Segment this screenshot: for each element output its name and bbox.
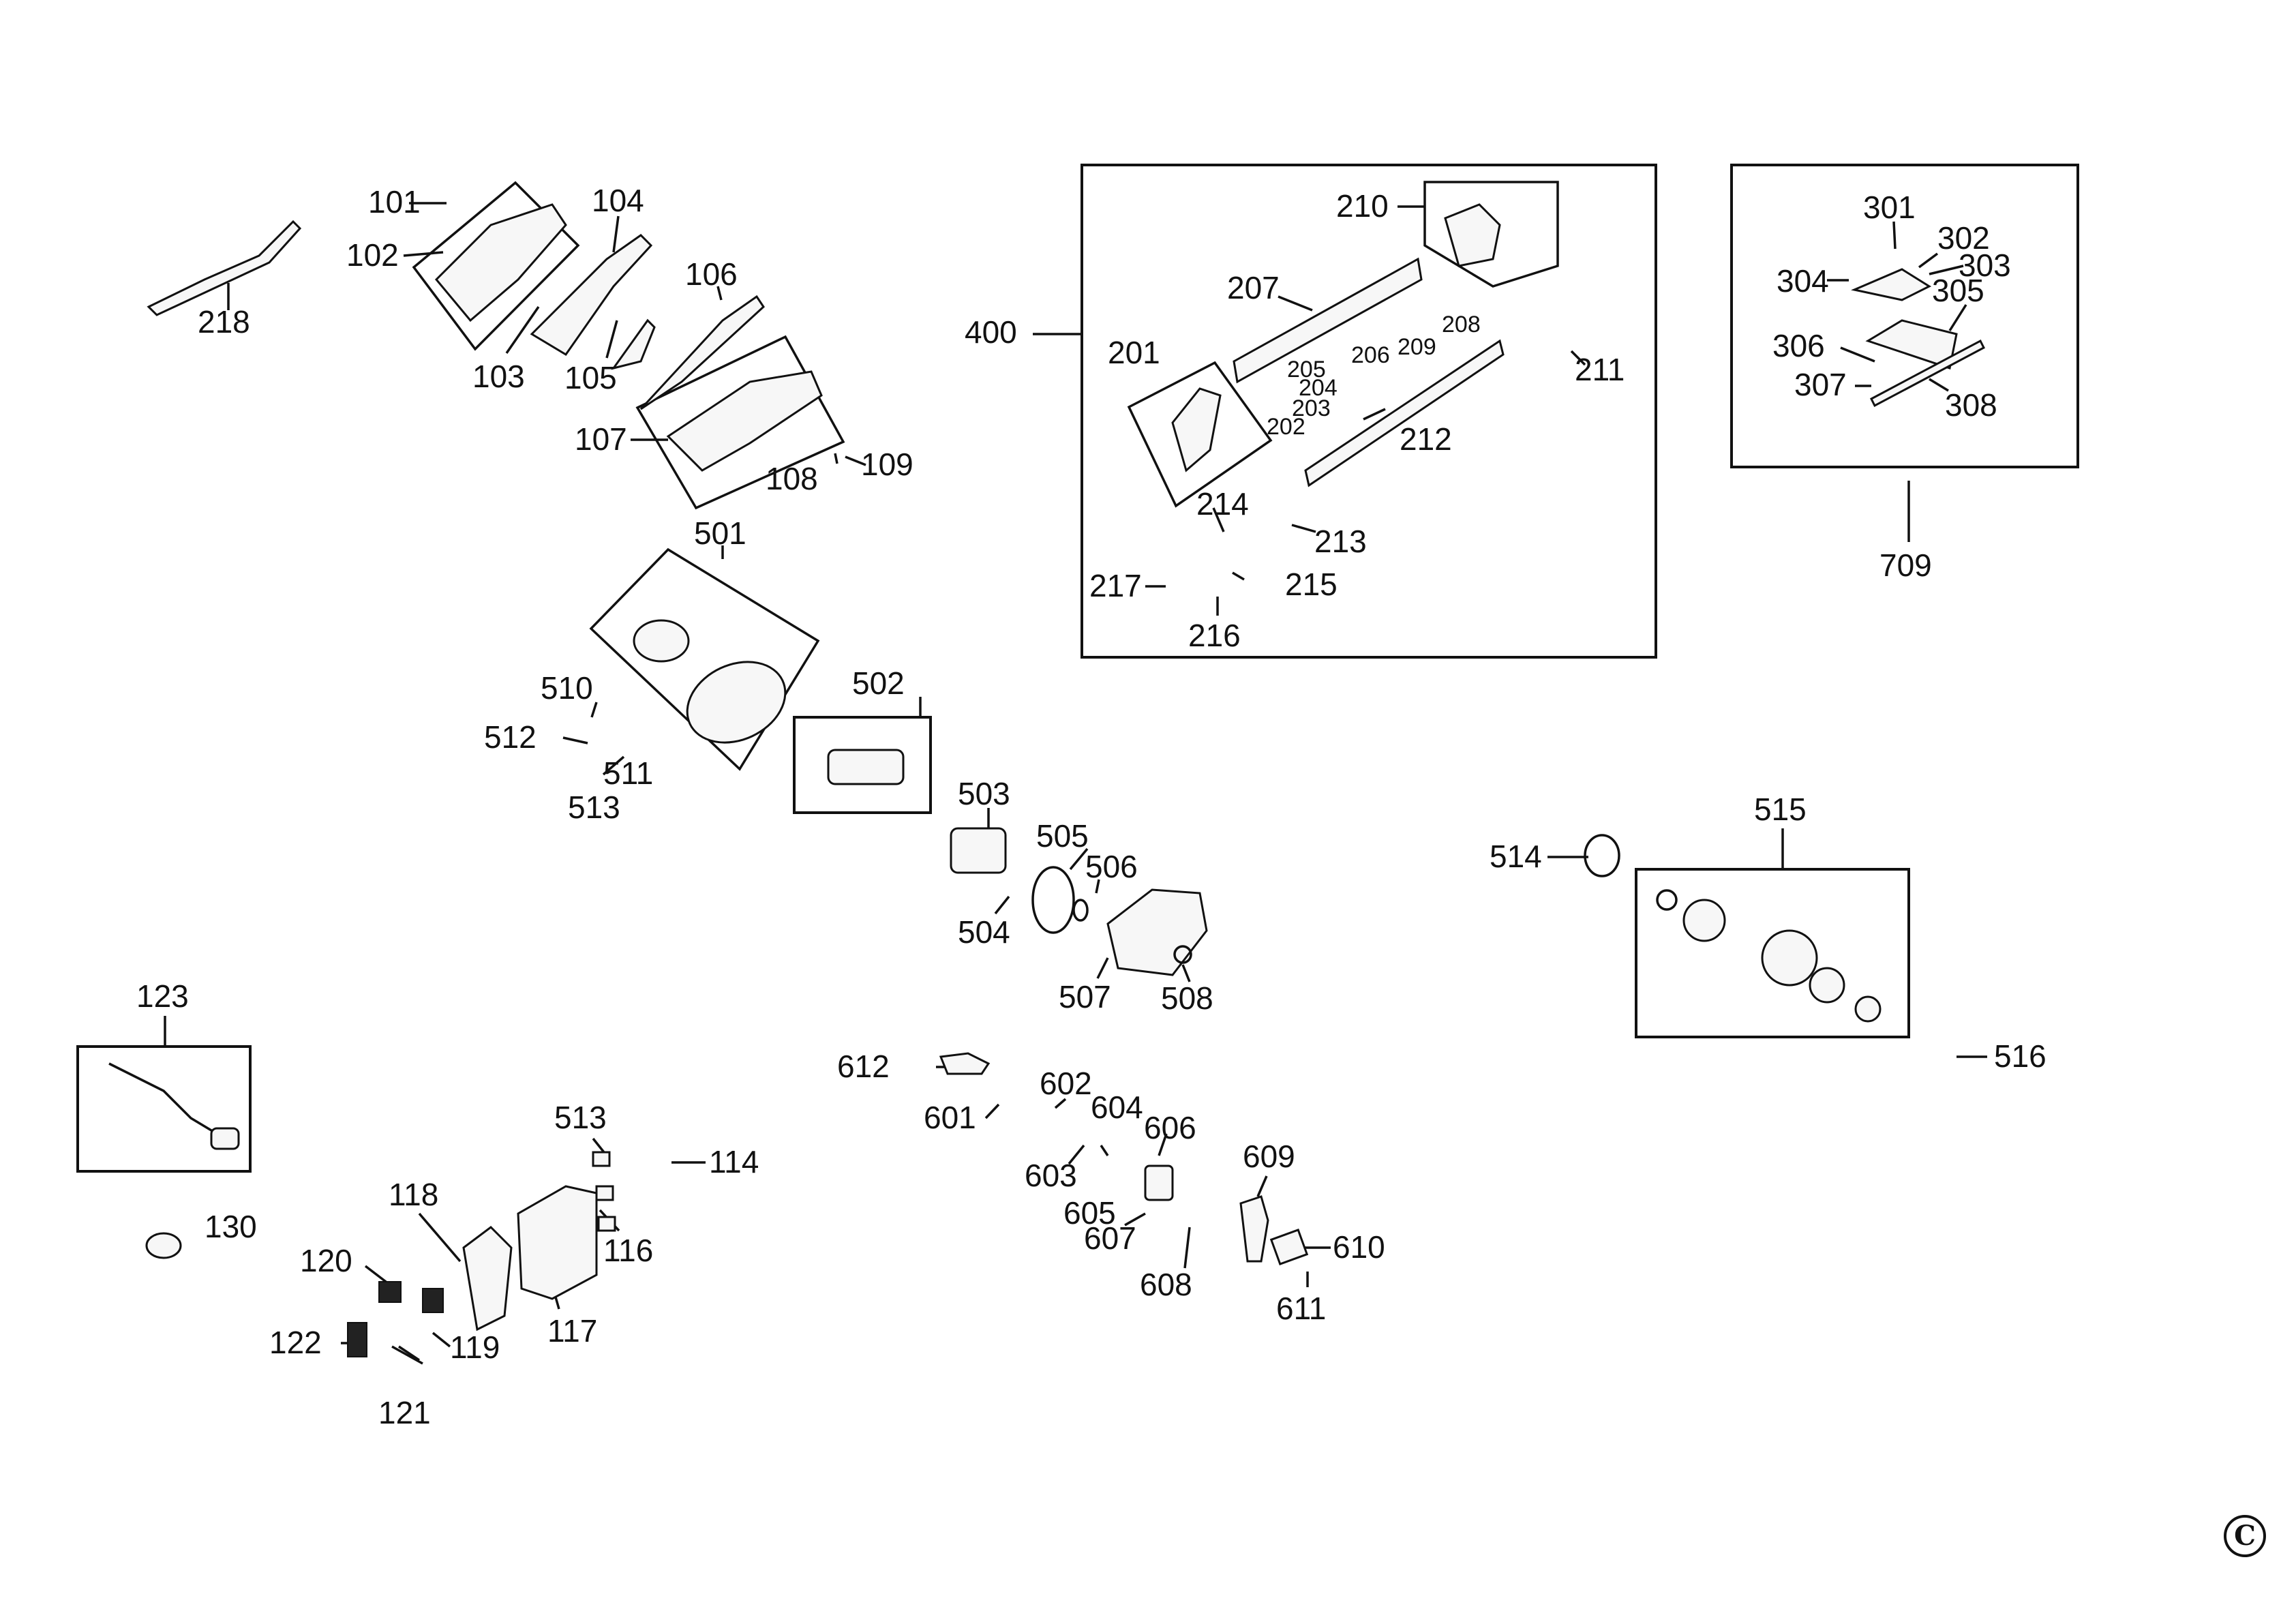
label-304: 304 — [1777, 263, 1829, 299]
label-104: 104 — [592, 183, 644, 218]
label-511: 511 — [603, 755, 653, 791]
assembly-515-frame — [1635, 868, 1910, 1038]
label-601: 601 — [924, 1100, 976, 1135]
label-301: 301 — [1863, 190, 1916, 225]
label-214: 214 — [1196, 486, 1249, 522]
label-515: 515 — [1754, 792, 1807, 827]
label-605: 605 — [1063, 1195, 1116, 1231]
label-209: 209 — [1398, 334, 1436, 360]
assembly-123-frame — [76, 1045, 252, 1173]
label-103: 103 — [472, 359, 525, 394]
label-505: 505 — [1036, 818, 1089, 854]
label-514: 514 — [1490, 839, 1542, 874]
label-508: 508 — [1161, 980, 1213, 1016]
group-102-frame — [412, 181, 580, 351]
label-101: 101 — [368, 184, 421, 220]
label-120: 120 — [300, 1243, 352, 1278]
label-513-switch: 513 — [554, 1100, 607, 1135]
label-210: 210 — [1336, 188, 1389, 224]
part-shapes — [108, 203, 1985, 1365]
label-206: 206 — [1351, 342, 1390, 368]
label-510: 510 — [541, 670, 593, 706]
label-208: 208 — [1442, 312, 1481, 337]
label-306: 306 — [1772, 328, 1825, 363]
label-503: 503 — [958, 776, 1010, 811]
label-119: 119 — [450, 1329, 500, 1365]
assembly-502-frame — [793, 716, 932, 814]
label-218: 218 — [198, 304, 250, 340]
label-109: 109 — [861, 447, 913, 482]
label-602: 602 — [1040, 1066, 1092, 1101]
label-512: 512 — [484, 719, 537, 755]
label-709: 709 — [1879, 547, 1932, 583]
label-516: 516 — [1994, 1038, 2046, 1074]
label-130: 130 — [205, 1209, 257, 1244]
label-202: 202 — [1267, 414, 1305, 440]
label-606: 606 — [1144, 1110, 1196, 1145]
label-504: 504 — [958, 914, 1010, 950]
group-210-frame — [1423, 181, 1559, 288]
label-105: 105 — [564, 360, 617, 395]
label-204: 204 — [1299, 375, 1338, 401]
label-102: 102 — [346, 237, 399, 273]
label-114: 114 — [709, 1144, 759, 1179]
label-603: 603 — [1025, 1158, 1077, 1193]
label-212: 212 — [1400, 421, 1452, 457]
assembly-400-frame — [1081, 164, 1657, 659]
label-201: 201 — [1108, 335, 1160, 370]
label-108: 108 — [766, 461, 818, 496]
label-502: 502 — [852, 665, 905, 701]
label-217: 217 — [1089, 568, 1142, 603]
label-305: 305 — [1932, 273, 1984, 308]
assembly-709-frame — [1730, 164, 2079, 468]
label-607: 607 — [1084, 1220, 1136, 1256]
label-205: 205 — [1287, 357, 1326, 382]
label-123: 123 — [136, 978, 189, 1014]
label-116: 116 — [603, 1233, 653, 1268]
group-107-frame — [635, 335, 845, 510]
label-609: 609 — [1243, 1139, 1295, 1174]
label-107: 107 — [575, 421, 627, 457]
label-213: 213 — [1314, 524, 1367, 559]
label-611: 611 — [1276, 1291, 1326, 1326]
label-610: 610 — [1333, 1229, 1385, 1265]
label-501: 501 — [694, 515, 746, 551]
label-203: 203 — [1292, 395, 1331, 421]
label-207: 207 — [1227, 270, 1280, 305]
label-308: 308 — [1945, 387, 1997, 423]
label-216: 216 — [1188, 618, 1241, 653]
copyright-symbol: C — [2224, 1515, 2266, 1557]
label-507: 507 — [1059, 979, 1111, 1014]
label-215: 215 — [1285, 567, 1338, 602]
label-121: 121 — [378, 1395, 431, 1430]
label-608: 608 — [1140, 1267, 1192, 1302]
group-201-frame — [1127, 361, 1273, 508]
label-211: 211 — [1575, 352, 1625, 387]
label-303: 303 — [1959, 247, 2011, 283]
label-106: 106 — [685, 256, 738, 292]
label-302: 302 — [1937, 220, 1990, 256]
label-513-motor: 513 — [568, 790, 620, 825]
label-118: 118 — [389, 1177, 438, 1212]
label-612: 612 — [837, 1049, 890, 1084]
label-122: 122 — [269, 1325, 322, 1360]
label-506: 506 — [1085, 849, 1138, 884]
label-117: 117 — [547, 1313, 597, 1349]
leader-lines — [164, 202, 1987, 1362]
label-307: 307 — [1794, 367, 1847, 402]
label-400: 400 — [965, 314, 1017, 350]
part-labels: 101 102 104 106 218 103 105 107 108 109 … — [136, 183, 2046, 1430]
label-604: 604 — [1091, 1089, 1143, 1125]
